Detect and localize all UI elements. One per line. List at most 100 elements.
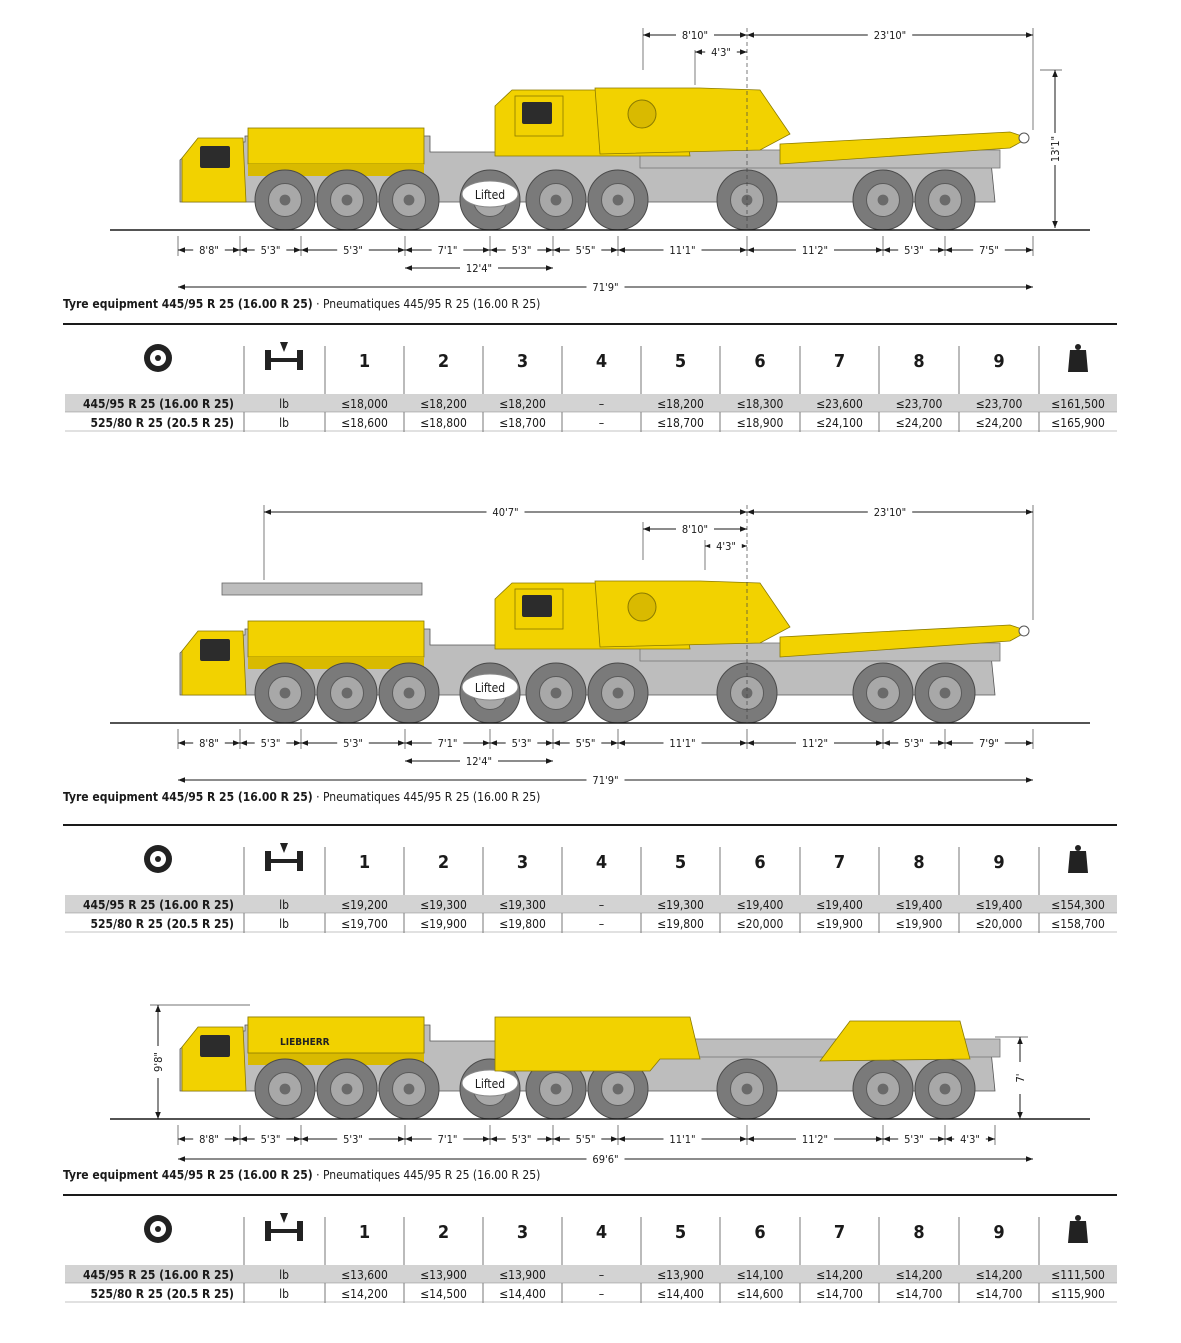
bottom-dim-2-label: 5'3" bbox=[261, 1133, 281, 1146]
table-cell-axle-5: ≤19,800 bbox=[657, 917, 704, 931]
axle-icon bbox=[268, 1229, 300, 1233]
table-cell-axle-4: – bbox=[599, 397, 604, 411]
bottom-dim-6-label-bg bbox=[569, 1132, 602, 1145]
tyre-icon-hub bbox=[155, 355, 161, 361]
bottom-dim-9-label-bg bbox=[898, 243, 930, 256]
table-cell-axle-3: ≤13,900 bbox=[499, 1268, 546, 1282]
weight-icon-handle bbox=[1075, 344, 1081, 350]
table-1-row-shade bbox=[65, 895, 1117, 913]
s2-wheel-2-hub bbox=[341, 687, 353, 699]
total-length-dim-label: 71'9" bbox=[592, 281, 618, 294]
table-cell-total: ≤158,700 bbox=[1051, 917, 1105, 931]
bottom-dim-10-label-bg bbox=[973, 243, 1005, 256]
tyre-caption-bold: Tyre equipment 445/95 R 25 (16.00 R 25) bbox=[63, 1168, 313, 1182]
bottom-dim-4-label: 7'1" bbox=[438, 1133, 458, 1146]
bottom-dim-4-label: 7'1" bbox=[438, 244, 458, 257]
table-cell-axle-7: ≤14,200 bbox=[816, 1268, 863, 1282]
bottom-dim-8-label-bg bbox=[796, 736, 834, 749]
table-cell-axle-7: ≤23,600 bbox=[816, 397, 863, 411]
axle-load-arrow-icon bbox=[280, 1213, 288, 1223]
s2-engine-box bbox=[247, 620, 425, 658]
top-dim-3-label-bg bbox=[867, 28, 913, 41]
table-cell-axle-1: ≤13,600 bbox=[341, 1268, 388, 1282]
axle-header-6: 6 bbox=[754, 852, 765, 873]
table-cell-axle-8: ≤24,200 bbox=[896, 416, 943, 430]
s3-cab-window bbox=[200, 1035, 230, 1057]
s3-wheel-3-hub bbox=[403, 1083, 415, 1095]
s2-wheel-9-hub bbox=[939, 687, 951, 699]
bottom-dim-2-label-bg bbox=[254, 736, 287, 749]
table-row-unit: lb bbox=[279, 416, 289, 430]
table-cell-axle-8: ≤19,400 bbox=[896, 898, 943, 912]
table-cell-axle-1: ≤18,600 bbox=[341, 416, 388, 430]
bottom-dim-7-label-bg bbox=[663, 736, 702, 749]
total-length-dim-label-bg bbox=[586, 773, 625, 786]
axle-icon-right-wheel bbox=[297, 851, 303, 871]
s3-wheel-5-hub bbox=[550, 1083, 562, 1095]
bottom-dim-8-label: 11'2" bbox=[802, 244, 828, 257]
axle-header-5: 5 bbox=[675, 852, 686, 873]
bottom-dim-3-label-bg bbox=[337, 1132, 369, 1145]
weight-icon bbox=[1068, 350, 1088, 372]
table-cell-axle-7: ≤24,100 bbox=[816, 416, 863, 430]
s2-wheel-6-hub bbox=[612, 687, 624, 699]
axle-header-1: 1 bbox=[359, 1222, 370, 1243]
bottom-dim-8-label-bg bbox=[796, 243, 834, 256]
s3-wheel-6-hub bbox=[612, 1083, 624, 1095]
bottom-dim-5-label: 5'3" bbox=[512, 244, 532, 257]
top-dim-1-label-bg bbox=[676, 28, 714, 41]
s3-wheel-1-hub bbox=[279, 1083, 291, 1095]
table-cell-axle-6: ≤14,600 bbox=[737, 1287, 784, 1301]
s1-cab-window bbox=[200, 146, 230, 168]
axle-header-2: 2 bbox=[438, 1222, 449, 1243]
axle-header-2: 2 bbox=[438, 351, 449, 372]
table-cell-axle-1: ≤19,700 bbox=[341, 917, 388, 931]
table-cell-axle-8: ≤23,700 bbox=[896, 397, 943, 411]
right-height-dim-label: 7' bbox=[1014, 1073, 1027, 1082]
s3-wheel-2-hub bbox=[341, 1083, 353, 1095]
axle-header-8: 8 bbox=[913, 1222, 924, 1243]
axle-header-1: 1 bbox=[359, 852, 370, 873]
table-cell-axle-4: – bbox=[599, 416, 604, 430]
table-cell-axle-3: ≤18,700 bbox=[499, 416, 546, 430]
tyre-equipment-caption: Tyre equipment 445/95 R 25 (16.00 R 25) … bbox=[63, 1168, 540, 1182]
total-length-dim-label-bg bbox=[586, 1152, 625, 1165]
bottom-dim-10-label: 7'9" bbox=[979, 737, 999, 750]
bottom-dim-2-label-bg bbox=[254, 1132, 287, 1145]
table-row-tyre: 445/95 R 25 (16.00 R 25) bbox=[83, 1268, 234, 1282]
bottom-dim-9-label-bg bbox=[898, 1132, 930, 1145]
total-length-dim-label: 69'6" bbox=[592, 1153, 618, 1166]
table-cell-axle-9: ≤19,400 bbox=[976, 898, 1023, 912]
axle-header-8: 8 bbox=[913, 351, 924, 372]
bottom-dim-6-label-bg bbox=[569, 736, 602, 749]
weight-icon bbox=[1068, 1221, 1088, 1243]
table-cell-axle-4: – bbox=[599, 917, 604, 931]
top-dim-1-label-bg bbox=[486, 505, 525, 518]
axle-header-5: 5 bbox=[675, 351, 686, 372]
table-cell-axle-6: ≤18,300 bbox=[737, 397, 784, 411]
bottom-dim-10-label: 7'5" bbox=[979, 244, 999, 257]
top-dim-4-label: 4'3" bbox=[716, 540, 736, 553]
height-dim-label-bg bbox=[1048, 133, 1062, 165]
top-dim-2-label: 4'3" bbox=[711, 46, 731, 59]
axle-header-3: 3 bbox=[517, 1222, 528, 1243]
bottom-dim-5-label: 5'3" bbox=[512, 737, 532, 750]
bottom-dim-6-label: 5'5" bbox=[576, 244, 596, 257]
table-cell-axle-4: – bbox=[599, 898, 604, 912]
axle-icon bbox=[268, 859, 300, 863]
height-dim-label: 13'1" bbox=[1049, 136, 1062, 162]
top-dim-2-label-bg bbox=[867, 505, 913, 518]
s2-cab-window bbox=[200, 639, 230, 661]
bottom-dim-7-label-bg bbox=[663, 1132, 702, 1145]
table-cell-axle-4: – bbox=[599, 1268, 604, 1282]
tyre-caption-french: · Pneumatiques 445/95 R 25 (16.00 R 25) bbox=[313, 790, 541, 804]
table-cell-axle-3: ≤19,300 bbox=[499, 898, 546, 912]
s3-wheel-9-hub bbox=[939, 1083, 951, 1095]
axle-header-9: 9 bbox=[993, 351, 1004, 372]
bottom-dim-8-label-bg bbox=[796, 1132, 834, 1145]
tyre-icon-hub bbox=[155, 856, 161, 862]
bottom-dim-10-label: 4'3" bbox=[960, 1133, 980, 1146]
bottom-dim-6-label: 5'5" bbox=[576, 737, 596, 750]
